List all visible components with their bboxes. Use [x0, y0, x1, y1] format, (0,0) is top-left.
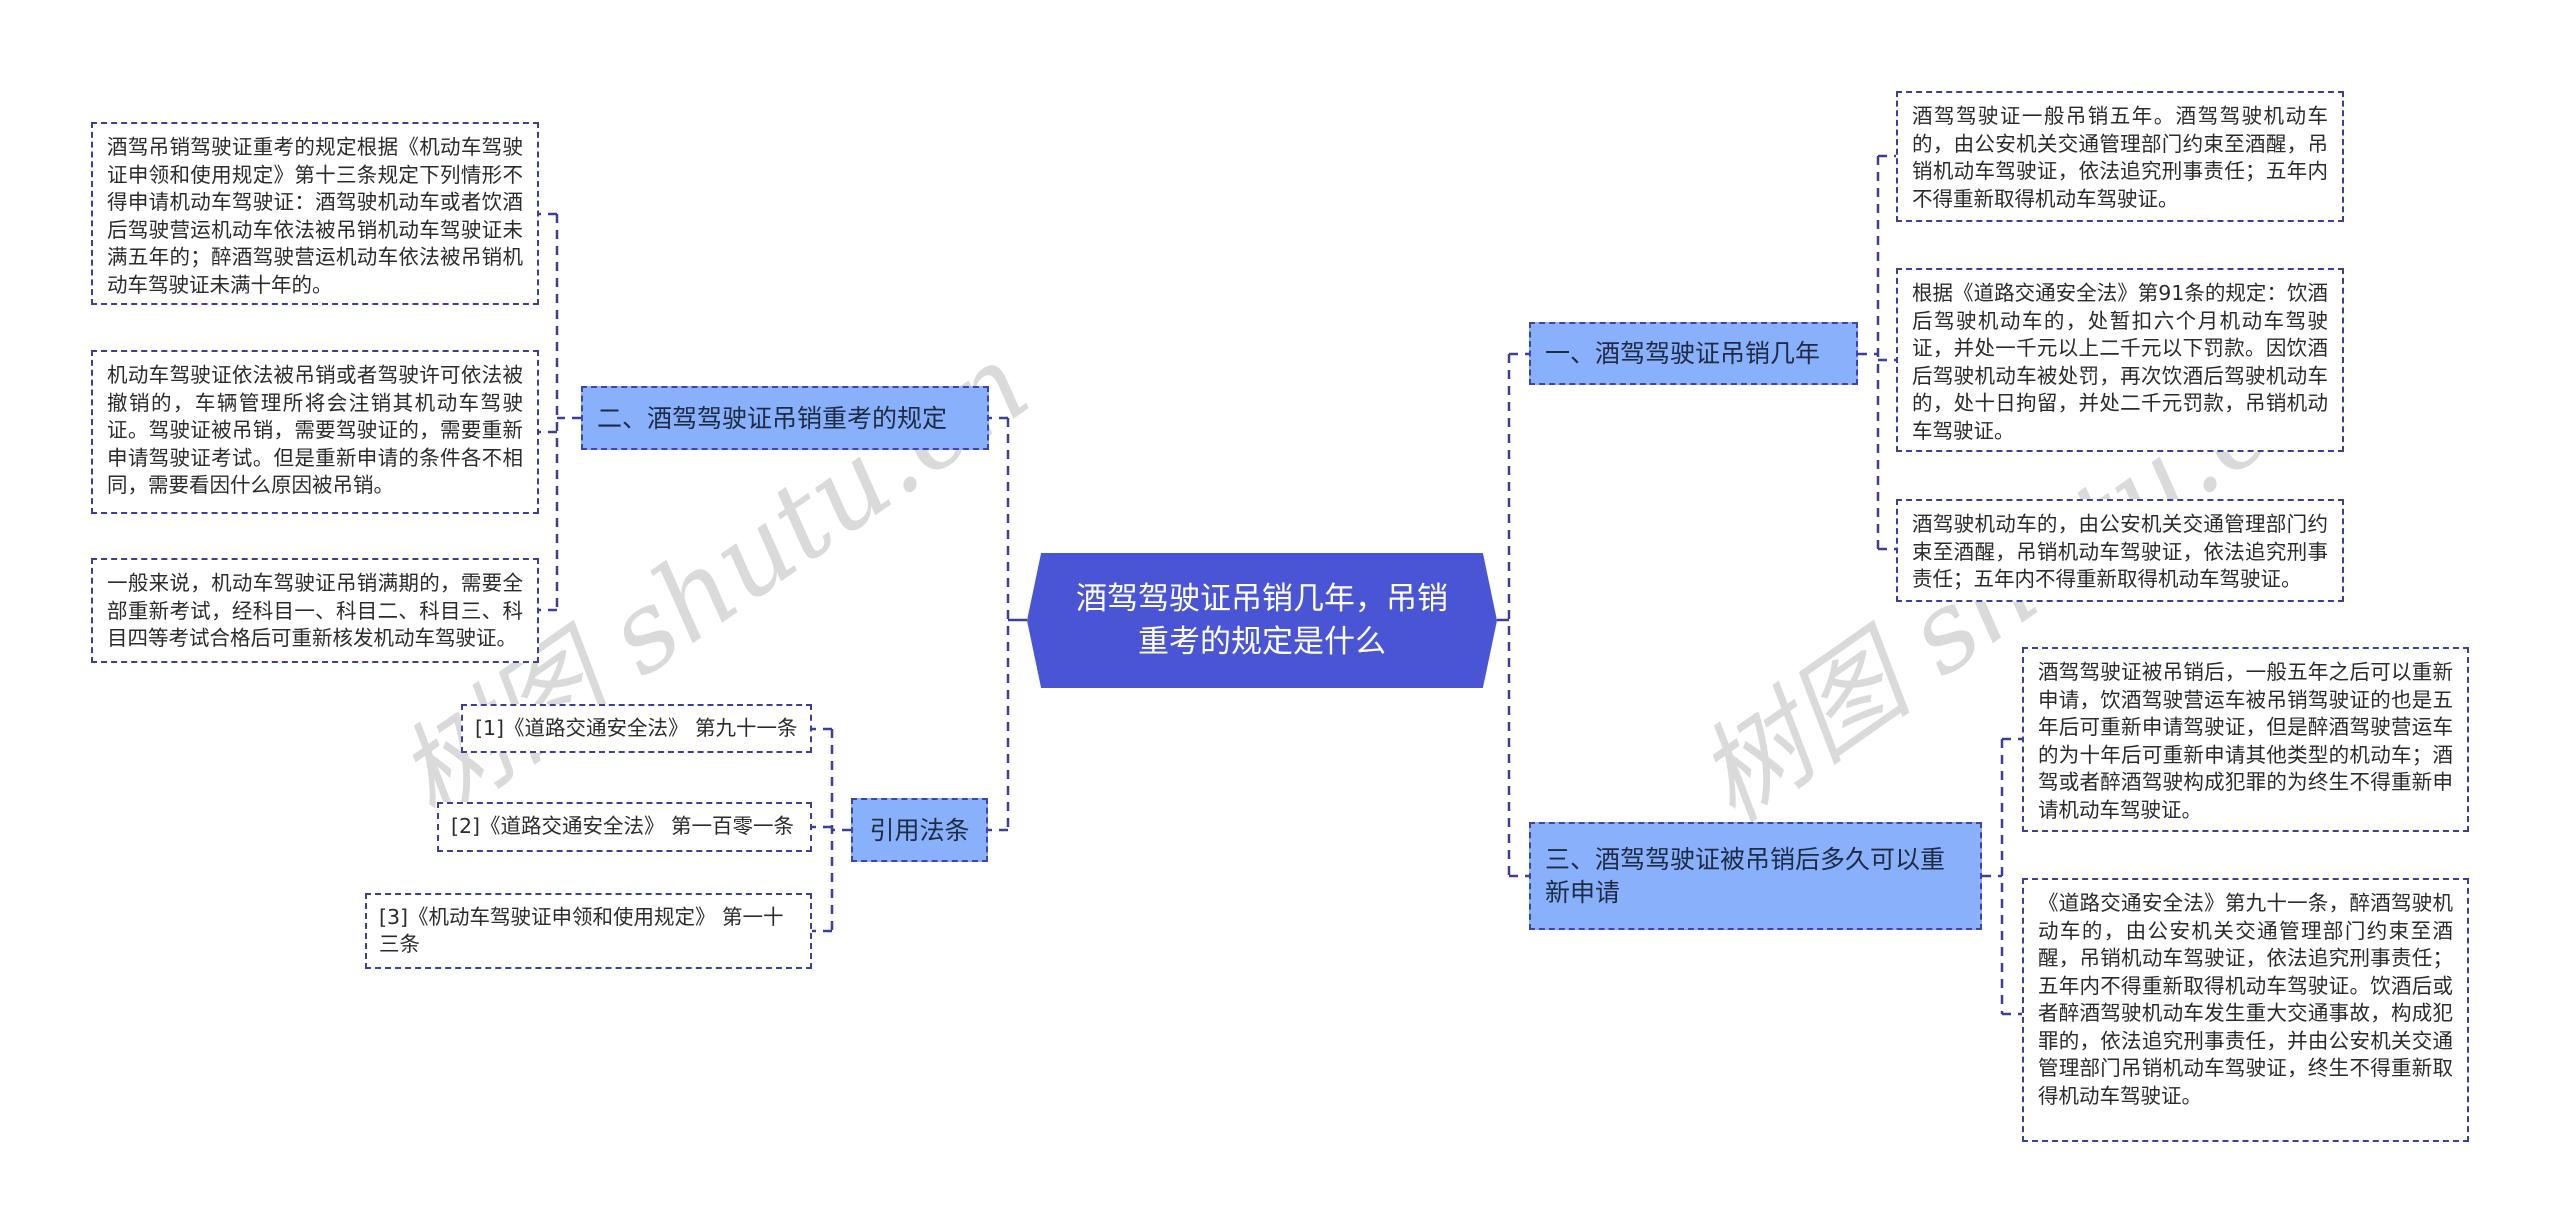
leaf-text: 根据《道路交通安全法》第91条的规定：饮酒后驾驶机动车的，处暂扣六个月机动车驾驶…: [1912, 281, 2328, 443]
leaf-note[interactable]: 机动车驾驶证依法被吊销或者驾驶许可依法被撤销的，车辆管理所将会注销其机动车驾驶证…: [91, 350, 539, 514]
leaf-note[interactable]: 根据《道路交通安全法》第91条的规定：饮酒后驾驶机动车的，处暂扣六个月机动车驾驶…: [1896, 268, 2344, 452]
branch-retest-rules[interactable]: 二、酒驾驾驶证吊销重考的规定: [581, 386, 989, 450]
leaf-text: 酒驾驶机动车的，由公安机关交通管理部门约束至酒醒，吊销机动车驾驶证，依法追究刑事…: [1912, 512, 2328, 591]
leaf-note[interactable]: 酒驾驾驶证一般吊销五年。酒驾驾驶机动车的，由公安机关交通管理部门约束至酒醒，吊销…: [1896, 91, 2344, 222]
leaf-note[interactable]: 酒驾吊销驾驶证重考的规定根据《机动车驾驶证申领和使用规定》第十三条规定下列情形不…: [91, 122, 539, 305]
branch-revocation-years[interactable]: 一、酒驾驾驶证吊销几年: [1529, 322, 1858, 385]
branch-cited-laws[interactable]: 引用法条: [851, 798, 988, 862]
branch-label: 引用法条: [869, 815, 970, 845]
branch-reapply-time[interactable]: 三、酒驾驾驶证被吊销后多久可以重新申请: [1529, 822, 1982, 930]
leaf-text: 酒驾驾驶证被吊销后，一般五年之后可以重新申请，饮酒驾驶营运车被吊销驾驶证的也是五…: [2038, 660, 2453, 822]
reference-text: [3]《机动车驾驶证申领和使用规定》 第一十三条: [379, 905, 784, 956]
branch-label: 二、酒驾驾驶证吊销重考的规定: [597, 403, 948, 433]
reference-text: [2]《道路交通安全法》 第一百零一条: [451, 814, 795, 838]
reference-text: [1]《道路交通安全法》 第九十一条: [475, 716, 798, 740]
root-topic-label: 酒驾驾驶证吊销几年，吊销重考的规定是什么: [1076, 580, 1448, 660]
branch-label: 一、酒驾驾驶证吊销几年: [1545, 339, 1821, 368]
law-reference[interactable]: [1]《道路交通安全法》 第九十一条: [461, 704, 812, 753]
root-topic[interactable]: 酒驾驾驶证吊销几年，吊销重考的规定是什么: [1027, 553, 1497, 688]
leaf-note[interactable]: 酒驾驶机动车的，由公安机关交通管理部门约束至酒醒，吊销机动车驾驶证，依法追究刑事…: [1896, 499, 2344, 602]
leaf-text: 酒驾吊销驾驶证重考的规定根据《机动车驾驶证申领和使用规定》第十三条规定下列情形不…: [107, 135, 523, 297]
leaf-note[interactable]: 酒驾驾驶证被吊销后，一般五年之后可以重新申请，饮酒驾驶营运车被吊销驾驶证的也是五…: [2022, 647, 2469, 832]
law-reference[interactable]: [2]《道路交通安全法》 第一百零一条: [437, 802, 812, 852]
law-reference[interactable]: [3]《机动车驾驶证申领和使用规定》 第一十三条: [365, 893, 812, 969]
leaf-text: 机动车驾驶证依法被吊销或者驾驶许可依法被撤销的，车辆管理所将会注销其机动车驾驶证…: [107, 363, 523, 497]
leaf-text: 酒驾驾驶证一般吊销五年。酒驾驾驶机动车的，由公安机关交通管理部门约束至酒醒，吊销…: [1912, 104, 2328, 211]
leaf-note[interactable]: 一般来说，机动车驾驶证吊销满期的，需要全部重新考试，经科目一、科目二、科目三、科…: [91, 558, 539, 663]
leaf-text: 《道路交通安全法》第九十一条，醉酒驾驶机动车的，由公安机关交通管理部门约束至酒醒…: [2038, 891, 2453, 1108]
leaf-note[interactable]: 《道路交通安全法》第九十一条，醉酒驾驶机动车的，由公安机关交通管理部门约束至酒醒…: [2022, 878, 2469, 1142]
branch-label: 三、酒驾驾驶证被吊销后多久可以重新申请: [1545, 845, 1946, 907]
leaf-text: 一般来说，机动车驾驶证吊销满期的，需要全部重新考试，经科目一、科目二、科目三、科…: [107, 571, 523, 650]
